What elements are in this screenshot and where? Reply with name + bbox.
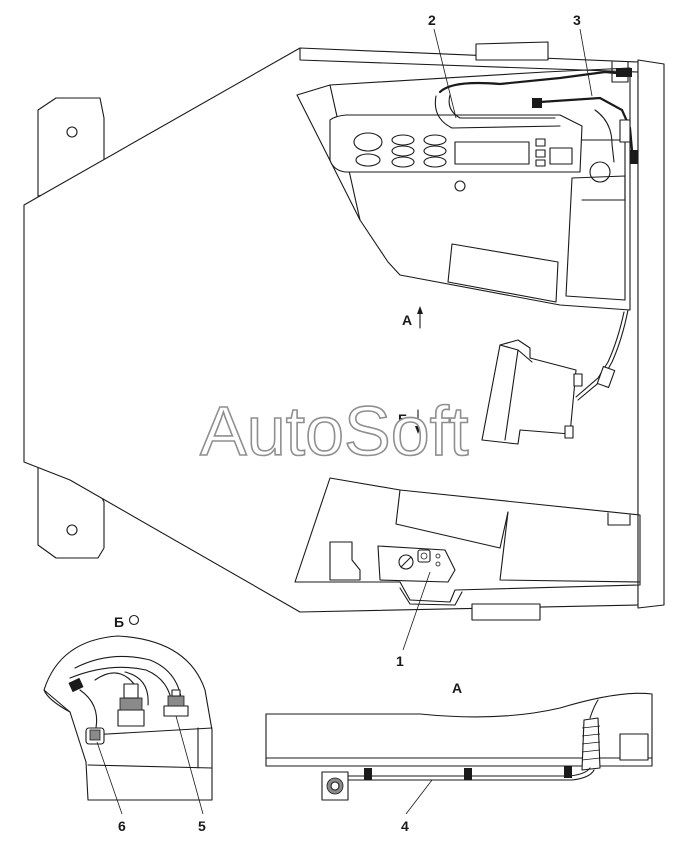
connector-center [117,683,145,727]
detail-view-a: А 4 [265,680,653,834]
callout-2: 2 [428,12,457,119]
view-arrow-a: А [402,306,423,329]
callout-2-label: 2 [428,12,436,28]
upper-console [296,67,631,311]
callout-1: 1 [396,571,431,669]
connector-6 [85,727,105,745]
view-arrow-b: Б [398,409,421,434]
main-panel [23,41,665,621]
control-buttons [353,132,447,168]
arrow-up-icon [417,306,423,329]
callout-3-label: 3 [573,12,581,28]
watermark: AutoSoft [200,392,469,470]
display-window [454,141,530,165]
detail-view-b-label: Б [114,614,124,630]
callout-1-label: 1 [396,653,404,669]
callout-3: 3 [573,12,593,97]
right-side-cable [575,309,629,401]
callout-4-label: 4 [401,818,409,834]
arrow-down-icon [415,409,421,434]
view-arrow-b-label: Б [398,411,408,427]
view-circle-icon [128,614,140,626]
wiring-harness-top [434,61,638,164]
detail-view-a-label: А [452,680,462,696]
detail-view-b: Б 6 5 [43,614,213,834]
cable-clamp [321,771,349,801]
central-module-box [481,339,583,445]
view-arrow-a-label: А [402,312,412,328]
lower-console [294,477,641,606]
callout-6-label: 6 [118,818,126,834]
callout-5-label: 5 [198,818,206,834]
